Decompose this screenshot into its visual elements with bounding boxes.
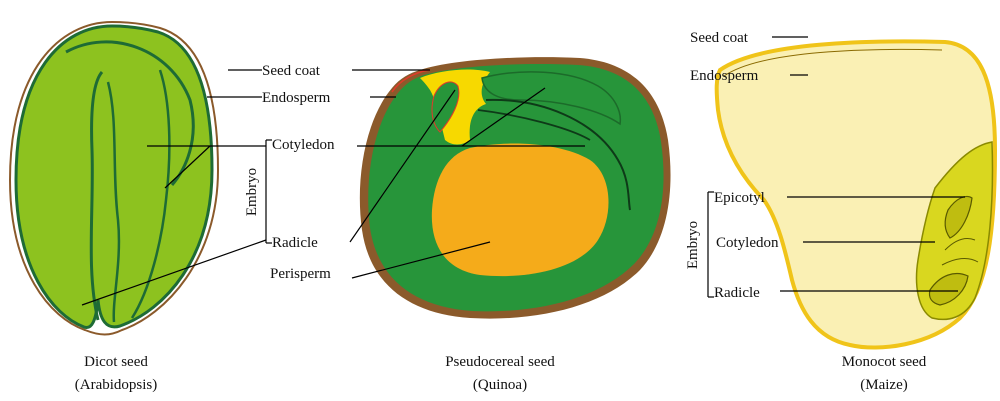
dicot-caption-line1: Dicot seed	[84, 354, 148, 370]
radicle-label-center: Radicle	[272, 235, 318, 251]
radicle-label-maize: Radicle	[714, 285, 760, 301]
pseudocereal-seed	[360, 57, 671, 318]
monocot-caption-line1: Monocot seed	[842, 354, 927, 370]
perisperm-label: Perisperm	[270, 266, 331, 282]
embryo-bracket-left	[266, 140, 272, 243]
endosperm-label-maize: Endosperm	[690, 68, 759, 84]
pseudocereal-caption-line2: (Quinoa)	[473, 377, 527, 393]
epicotyl-label: Epicotyl	[714, 190, 765, 206]
cotyledon-label-center: Cotyledon	[272, 137, 335, 153]
embryo-bracket-right	[708, 192, 714, 297]
seed-coat-label-center: Seed coat	[262, 63, 321, 79]
embryo-label-right: Embryo	[685, 221, 701, 269]
pseudocereal-caption-line1: Pseudocereal seed	[445, 354, 555, 370]
endosperm-label-center: Endosperm	[262, 90, 331, 106]
cotyledon-label-maize: Cotyledon	[716, 235, 779, 251]
dicot-seed	[10, 22, 218, 335]
embryo-label-left: Embryo	[244, 168, 260, 216]
dicot-caption-line2: (Arabidopsis)	[75, 377, 158, 393]
seed-coat-label-maize: Seed coat	[690, 30, 749, 46]
monocot-caption-line2: (Maize)	[860, 377, 907, 393]
